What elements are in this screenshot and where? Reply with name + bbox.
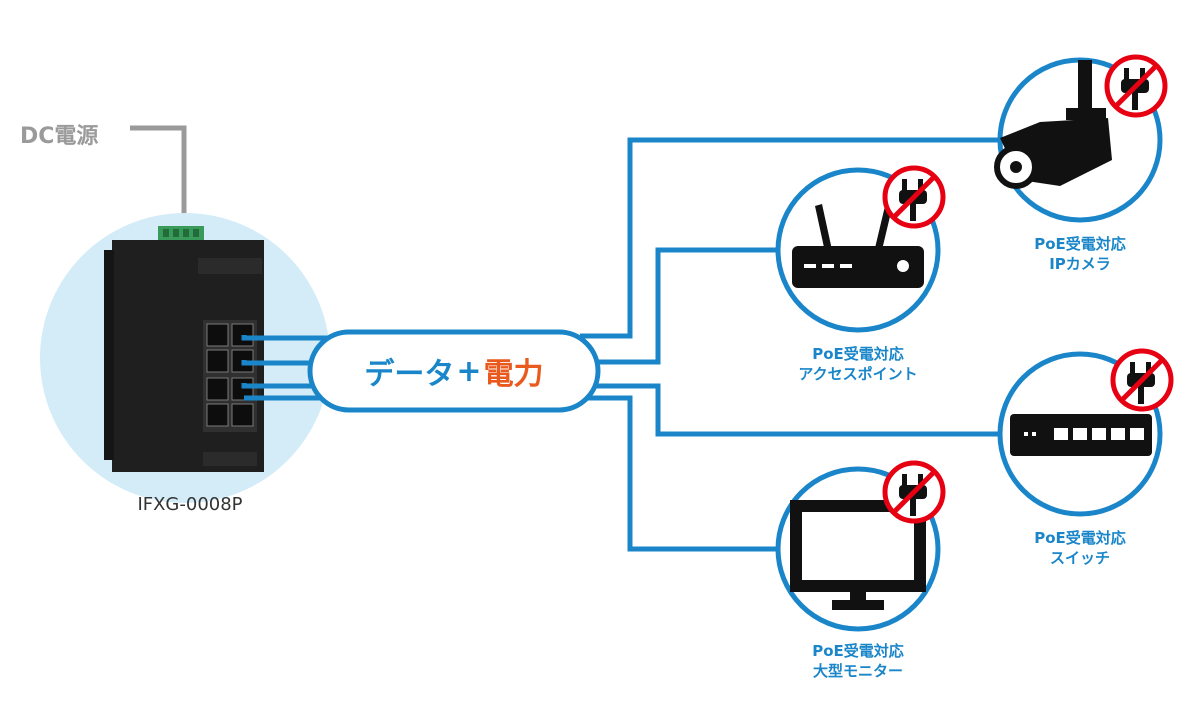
switch-model-label: IFXG-0008P [137, 494, 243, 515]
switch-node [997, 348, 1174, 517]
access-point-label-line1: PoE受電対応 [812, 345, 904, 363]
switch-icon [1010, 414, 1152, 456]
ip-camera-label-line1: PoE受電対応 [1034, 235, 1126, 253]
data-text: データ [364, 357, 455, 392]
switch-label-line2: スイッチ [1049, 549, 1110, 567]
industrial-switch [104, 226, 264, 472]
ip-camera-label-line2: IPカメラ [1049, 255, 1111, 273]
power-text: 電力 [483, 357, 544, 392]
access-point-node [775, 165, 946, 333]
no-power-plug-icon [882, 460, 946, 524]
data-power-pill [307, 329, 601, 413]
access-point-label-line2: アクセスポイント [798, 365, 918, 383]
no-power-plug-icon [1110, 348, 1174, 412]
switch-label: PoE受電対応 スイッチ [1000, 528, 1160, 568]
monitor-label-line2: 大型モニター [812, 662, 903, 680]
connection-lines [580, 137, 1000, 552]
plus-sign: + [456, 353, 482, 389]
router-icon [792, 204, 924, 288]
port-cables [241, 335, 330, 401]
ip-camera-label: PoE受電対応 IPカメラ [1000, 234, 1160, 274]
monitor-label: PoE受電対応 大型モニター [778, 641, 938, 681]
dc-power-line [130, 125, 187, 222]
no-power-plug-icon [882, 165, 946, 229]
monitor-node [775, 460, 946, 632]
access-point-label: PoE受電対応 アクセスポイント [768, 344, 948, 384]
data-power-text: データ + 電力 [312, 336, 596, 406]
no-power-plug-icon [1104, 54, 1168, 118]
dc-power-label: DC電源 [20, 124, 99, 149]
camera-icon [994, 60, 1112, 189]
switch-label-line1: PoE受電対応 [1034, 529, 1126, 547]
monitor-label-line1: PoE受電対応 [812, 642, 904, 660]
ip-camera-node [994, 54, 1168, 223]
